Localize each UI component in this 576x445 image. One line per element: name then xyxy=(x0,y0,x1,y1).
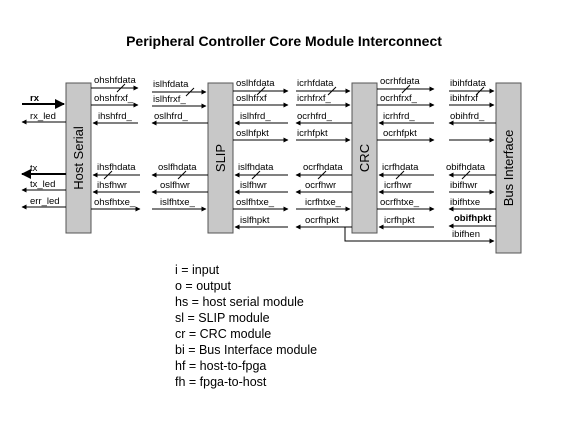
ihshfrd-label: ihshfrd_ xyxy=(98,111,133,122)
oslhfpkt-label: oslhfpkt xyxy=(236,128,269,139)
ibifhwr-label: ibifhwr xyxy=(450,180,477,191)
bus-slash xyxy=(177,170,187,180)
icrfhpkt-label: icrfhpkt xyxy=(384,215,415,226)
bus-slash xyxy=(185,87,195,97)
tx-label: tx xyxy=(30,163,38,174)
legend: i = input o = output hs = host serial mo… xyxy=(175,262,317,390)
icrfhtxe-label: icrfhtxe_ xyxy=(305,197,342,208)
icrhfdata-label: icrhfdata xyxy=(297,78,334,89)
oslhfrxf-label: oslhfrxf xyxy=(236,93,267,104)
ocrhfpkt-label: ocrhfpkt xyxy=(383,128,417,139)
ibifhtxe-label: ibifhtxe xyxy=(450,197,480,208)
ihsfhdata-label: ihsfhdata xyxy=(97,162,136,173)
bus-slash xyxy=(116,83,126,93)
bus-slash xyxy=(395,170,405,180)
tx-led-label: tx_led xyxy=(30,179,55,190)
bus-slash xyxy=(251,170,261,180)
bus-slash xyxy=(475,86,485,96)
bus-slash xyxy=(461,170,471,180)
islfhpkt-label: islfhpkt xyxy=(240,215,270,226)
ibifhen-label: ibifhen xyxy=(452,229,480,240)
bus-slash xyxy=(327,86,337,96)
ohsfhtxe-label: ohsfhtxe_ xyxy=(94,197,136,208)
icrfhdata-label: icrfhdata xyxy=(382,162,419,173)
bus-slash xyxy=(256,86,266,96)
oslhfdata-label: oslhfdata xyxy=(236,78,275,89)
obifhpkt-label: obifhpkt xyxy=(454,213,492,224)
oslfhtxe-label: oslfhtxe_ xyxy=(236,197,275,208)
ocrfhpkt-label: ocrfhpkt xyxy=(305,215,339,226)
diagram-title: Peripheral Controller Core Module Interc… xyxy=(126,33,442,49)
ocrhfrd-label: ocrhfrd_ xyxy=(297,111,333,122)
bus-interface-module xyxy=(495,82,522,254)
islfhwr-label: islfhwr xyxy=(240,180,267,191)
obihfrd-label: obihfrd_ xyxy=(450,111,485,122)
bus-slash xyxy=(103,170,113,180)
legend-item: i = input xyxy=(175,263,220,277)
legend-item: cr = CRC module xyxy=(175,327,272,341)
islhfrd-label: islhfrd_ xyxy=(240,111,271,122)
legend-item: bi = Bus Interface module xyxy=(175,343,318,357)
host-serial-label: Host Serial xyxy=(71,126,86,190)
islfhdata-label: islfhdata xyxy=(238,162,274,173)
oslfhwr-label: oslfhwr xyxy=(160,180,190,191)
ocrfhdata-label: ocrfhdata xyxy=(303,162,343,173)
icrhfpkt-label: icrhfpkt xyxy=(297,128,328,139)
oslhfrd-label: oslhfrd_ xyxy=(154,111,189,122)
ohshfrxf-label: ohshfrxf_ xyxy=(94,93,134,104)
legend-item: sl = SLIP module xyxy=(175,311,270,325)
legend-item: hs = host serial module xyxy=(175,295,304,309)
icrhfrd-label: icrhfrd_ xyxy=(383,111,415,122)
legend-item: o = output xyxy=(175,279,231,293)
obifhdata-label: obifhdata xyxy=(446,162,486,173)
ibifhen-wire xyxy=(344,227,495,244)
ocrhfdata-label: ocrhfdata xyxy=(380,76,420,87)
err-led-label: err_led xyxy=(30,196,60,207)
rx-label: rx xyxy=(30,93,40,104)
ibihfrxf-label: ibihfrxf xyxy=(450,93,478,104)
host-serial-module xyxy=(65,82,92,234)
islhfdata-label: islhfdata xyxy=(153,79,189,90)
rx-led-label: rx_led xyxy=(30,111,56,122)
ocrfhtxe-label: ocrfhtxe_ xyxy=(380,197,420,208)
oslfhdata-label: oslfhdata xyxy=(158,162,197,173)
slip-module xyxy=(207,82,234,234)
ocrfhwr-label: ocrfhwr xyxy=(305,180,336,191)
crc-module xyxy=(351,82,378,234)
legend-item: hf = host-to-fpga xyxy=(175,359,267,373)
ocrhfrxf-label: ocrhfrxf_ xyxy=(380,93,418,104)
icrhfrxf-label: icrhfrxf_ xyxy=(297,93,332,104)
islfhtxe-label: islfhtxe_ xyxy=(160,197,196,208)
bus-slash xyxy=(317,170,327,180)
ibihfdata-label: ibihfdata xyxy=(450,78,487,89)
crc-label: CRC xyxy=(357,144,372,172)
icrfhwr-label: icrfhwr xyxy=(384,180,412,191)
bus-interface-label: Bus Interface xyxy=(501,130,516,207)
bus-slash xyxy=(401,84,411,94)
slip-label: SLIP xyxy=(213,144,228,172)
legend-item: fh = fpga-to-host xyxy=(175,375,267,389)
ihsfhwr-label: ihsfhwr xyxy=(97,180,127,191)
islhfrxf-label: islhfrxf_ xyxy=(153,94,186,105)
ohshfdata-label: ohshfdata xyxy=(94,75,136,86)
